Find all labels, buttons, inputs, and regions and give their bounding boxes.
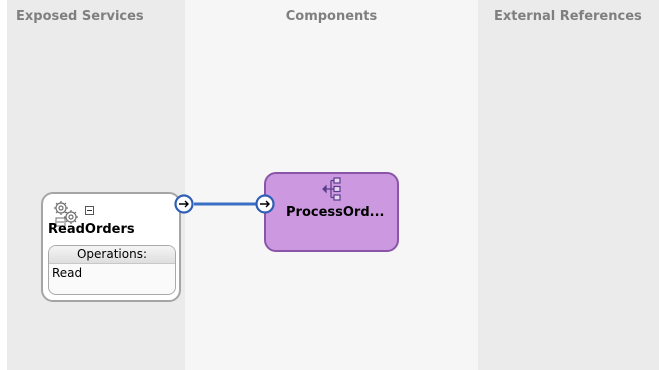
components-title: Components bbox=[285, 9, 378, 24]
external-references-lane: External References bbox=[478, 0, 659, 370]
component-service-port-icon[interactable] bbox=[255, 194, 275, 214]
external-references-title: External References bbox=[494, 9, 642, 24]
component-name: ProcessOrd... bbox=[286, 205, 385, 220]
operations-box: Operations: Read bbox=[48, 245, 176, 295]
operations-header: Operations: bbox=[49, 246, 175, 264]
service-name: ReadOrders bbox=[48, 222, 135, 237]
exposed-services-lane: Exposed Services bbox=[7, 0, 185, 370]
component-card-processorder[interactable]: ProcessOrd... bbox=[264, 172, 399, 252]
service-card-readorders[interactable]: ReadOrders Operations: Read bbox=[41, 192, 181, 302]
adapter-gear-icon bbox=[54, 201, 78, 227]
operation-item[interactable]: Read bbox=[52, 266, 83, 280]
exposed-services-title: Exposed Services bbox=[16, 9, 144, 24]
collapse-icon[interactable] bbox=[85, 206, 94, 215]
bpel-process-icon bbox=[322, 177, 341, 201]
service-reference-port-icon[interactable] bbox=[174, 194, 194, 214]
